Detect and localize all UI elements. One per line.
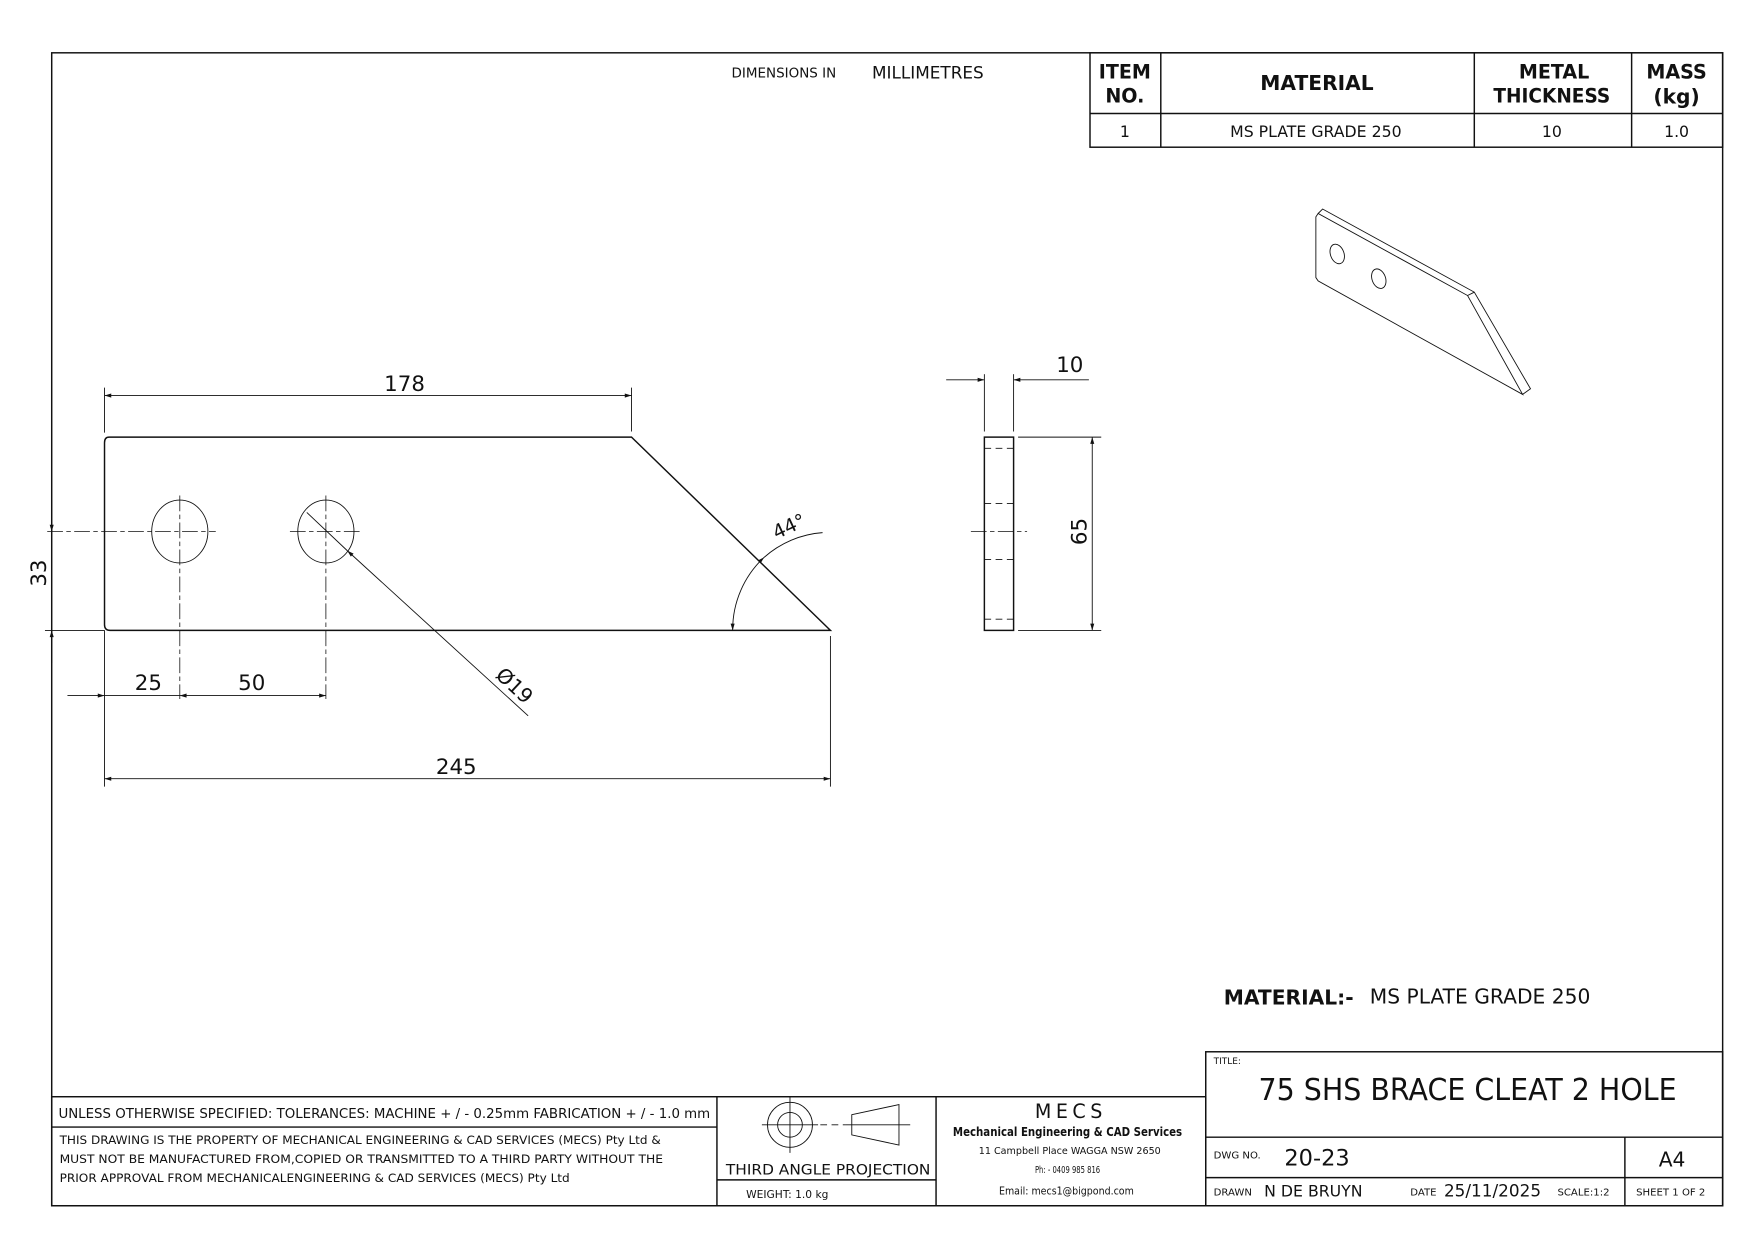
front-view: 178 33 25 50 245 Ø19 44° <box>27 372 833 787</box>
material-note-value: MS PLATE GRADE 250 <box>1370 984 1591 1008</box>
dim-hole-pitch: 50 <box>238 671 265 696</box>
company-phone: Ph: - 0409 985 816 <box>1035 1165 1100 1176</box>
title-block: UNLESS OTHERWISE SPECIFIED: TOLERANCES: … <box>50 1051 1724 1207</box>
dim-width: 65 <box>1068 518 1093 545</box>
dwg-no-label: DWG NO. <box>1214 1151 1261 1162</box>
bom-cell-item: 1 <box>1120 122 1130 141</box>
dim-thickness: 10 <box>1056 353 1083 378</box>
company-email: Email: mecs1@bigpond.com <box>999 1184 1134 1197</box>
bom-table: ITEM NO. MATERIAL METAL THICKNESS MASS (… <box>1089 52 1724 148</box>
sheet-number: SHEET 1 OF 2 <box>1636 1188 1705 1199</box>
property-notice: MUST NOT BE MANUFACTURED FROM,COPIED OR … <box>60 1152 663 1166</box>
property-notice: THIS DRAWING IS THE PROPERTY OF MECHANIC… <box>59 1133 661 1147</box>
drawn-by: N DE BRUYN <box>1264 1182 1362 1201</box>
title-label: TITLE: <box>1213 1057 1241 1067</box>
side-view: 10 65 <box>946 353 1102 632</box>
dwg-no: 20-23 <box>1284 1145 1349 1171</box>
dim-height: 33 <box>27 559 52 586</box>
sheet-border <box>50 52 1724 1207</box>
bom-header-item: ITEM <box>1099 61 1151 84</box>
sheet-size: A4 <box>1659 1147 1686 1171</box>
bom-header-thickness: METAL <box>1519 61 1590 84</box>
weight-label: WEIGHT: 1.0 kg <box>746 1188 828 1201</box>
bom-cell-mass: 1.0 <box>1664 122 1689 141</box>
bom-header-material: MATERIAL <box>1260 71 1374 95</box>
property-notice: PRIOR APPROVAL FROM MECHANICALENGINEERIN… <box>60 1171 570 1185</box>
drawn-label: DRAWN <box>1214 1188 1252 1199</box>
dimensions-label: DIMENSIONS IN <box>732 66 837 82</box>
company-logo: MECS <box>1035 1100 1107 1123</box>
dim-angle: 44° <box>769 509 809 544</box>
drawing-date: 25/11/2025 <box>1444 1181 1541 1201</box>
tolerances-note: UNLESS OTHERWISE SPECIFIED: TOLERANCES: … <box>58 1106 710 1122</box>
bom-header-mass: MASS <box>1646 61 1706 84</box>
bom-header-mass: (kg) <box>1653 84 1699 108</box>
company-name: Mechanical Engineering & CAD Services <box>953 1125 1182 1139</box>
dim-overall-length: 245 <box>436 755 477 780</box>
isometric-view <box>1315 208 1532 396</box>
company-address: 11 Campbell Place WAGGA NSW 2650 <box>979 1146 1161 1157</box>
dimensions-unit: MILLIMETRES <box>872 63 984 83</box>
drawing-title: 75 SHS BRACE CLEAT 2 HOLE <box>1259 1073 1677 1108</box>
bom-header-item: NO. <box>1105 84 1144 107</box>
dim-hole-diameter: Ø19 <box>491 663 538 709</box>
third-angle-projection-icon <box>761 1096 911 1153</box>
bom-cell-thickness: 10 <box>1542 122 1562 141</box>
scale: SCALE:1:2 <box>1557 1188 1609 1199</box>
projection-label: THIRD ANGLE PROJECTION <box>725 1161 931 1178</box>
material-note-label: MATERIAL:- <box>1224 986 1354 1010</box>
dim-top-length: 178 <box>384 372 425 397</box>
bom-cell-material: MS PLATE GRADE 250 <box>1230 122 1401 141</box>
dim-hole-offset: 25 <box>135 671 162 696</box>
bom-header-thickness: THICKNESS <box>1493 84 1610 107</box>
date-label: DATE <box>1410 1188 1436 1199</box>
